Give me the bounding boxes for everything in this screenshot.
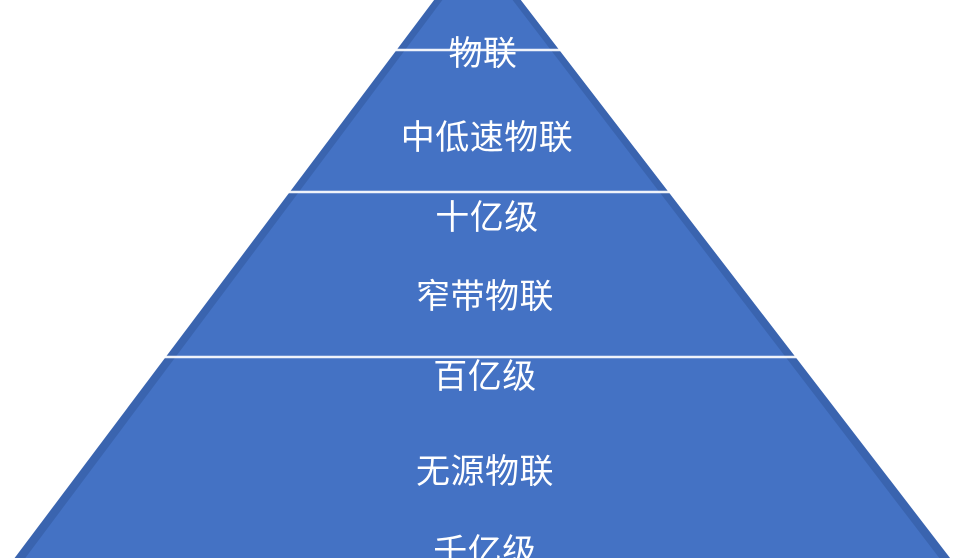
- left-edge-shade: [0, 0, 485, 558]
- tier-dividers: [123, 48, 832, 359]
- right-edge-shade: [469, 0, 966, 558]
